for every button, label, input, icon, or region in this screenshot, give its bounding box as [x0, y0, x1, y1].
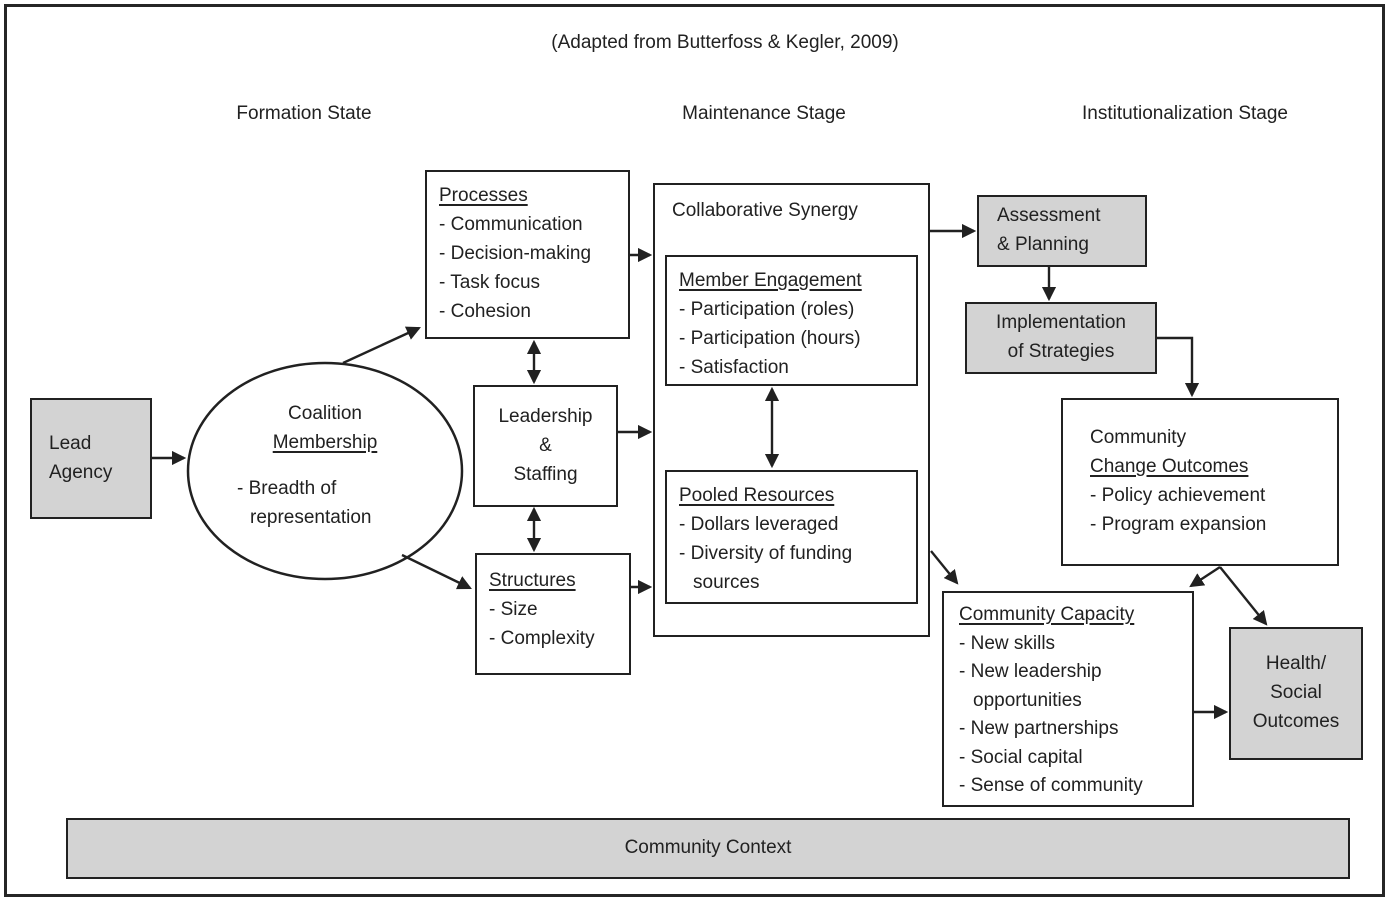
arrow-synergy-to-capacity: [930, 550, 959, 585]
community-capacity-bullet: - New leadership: [959, 661, 1102, 682]
implementation-line: Implementation: [996, 312, 1126, 333]
stage-header-formation: Formation State: [236, 103, 372, 124]
community-capacity-bullet-continuation: opportunities: [973, 689, 1082, 711]
node-structures: Structures - Size - Complexity: [475, 553, 631, 675]
node-community-change-outcomes: Community Change Outcomes - Policy achie…: [1061, 398, 1339, 566]
member-engagement-bullet: - Participation (roles): [679, 299, 855, 320]
pooled-resources-bullet-continuation: sources: [693, 572, 760, 593]
membership-title-line: Membership: [272, 432, 378, 453]
arrow-membership-to-processes: [342, 326, 421, 365]
node-coalition-membership-label: Coalition Membership - Breadth of repres…: [212, 399, 438, 532]
arrow-change-outcomes-to-capacity: [1189, 565, 1221, 588]
health-outcomes-line: Outcomes: [1252, 711, 1340, 732]
membership-title-line: Coalition: [288, 403, 362, 424]
arrow-implementation-to-change-outcomes: [1156, 336, 1200, 398]
pooled-resources-bullet: - Diversity of funding: [679, 543, 853, 564]
community-capacity-title: Community Capacity: [959, 604, 1135, 625]
stage-header-maintenance: Maintenance Stage: [682, 103, 846, 124]
health-outcomes-line: Health/: [1265, 653, 1327, 674]
arrow-membership-to-structures: [401, 553, 472, 590]
processes-bullet: - Communication: [439, 214, 583, 235]
pooled-resources-title: Pooled Resources: [679, 485, 835, 506]
node-health-social-outcomes: Health/ Social Outcomes: [1229, 627, 1363, 760]
member-engagement-bullet: - Participation (hours): [679, 328, 861, 349]
assessment-line: Assessment: [997, 205, 1101, 226]
node-collaborative-synergy: Collaborative Synergy: [653, 183, 930, 637]
change-outcomes-bullet: - Program expansion: [1090, 514, 1267, 535]
node-community-capacity: Community Capacity - New skills - New le…: [942, 591, 1194, 807]
structures-bullet: - Size: [489, 599, 538, 620]
implementation-line: of Strategies: [1007, 341, 1115, 362]
leadership-line: Staffing: [513, 464, 578, 485]
community-capacity-bullet: - New partnerships: [959, 718, 1119, 739]
node-pooled-resources: Pooled Resources - Dollars leveraged - D…: [665, 470, 918, 604]
lead-agency-line: Agency: [49, 462, 113, 483]
assessment-line: & Planning: [997, 234, 1089, 255]
coalition-membership-ellipse: [186, 361, 464, 581]
node-processes: Processes - Communication - Decision-mak…: [425, 170, 630, 339]
community-capacity-bullet: - Sense of community: [959, 775, 1143, 796]
membership-bullet-continuation: representation: [250, 507, 372, 528]
collaborative-synergy-title: Collaborative Synergy: [672, 200, 858, 221]
leadership-line: &: [539, 435, 552, 456]
stage-header-institutionalization: Institutionalization Stage: [1082, 103, 1288, 124]
processes-title: Processes: [439, 185, 528, 206]
processes-bullet: - Decision-making: [439, 243, 592, 264]
change-outcomes-title-line: Change Outcomes: [1090, 456, 1249, 477]
structures-title: Structures: [489, 570, 576, 591]
node-community-context: Community Context: [66, 818, 1350, 879]
membership-bullet: - Breadth of: [237, 478, 337, 499]
pooled-resources-bullet: - Dollars leveraged: [679, 514, 839, 535]
arrow-change-outcomes-to-health: [1219, 566, 1268, 626]
community-capacity-bullet: - Social capital: [959, 746, 1083, 768]
processes-bullet: - Cohesion: [439, 301, 531, 322]
node-implementation-of-strategies: Implementation of Strategies: [965, 302, 1157, 374]
caption: (Adapted from Butterfoss & Kegler, 2009): [551, 32, 899, 53]
health-outcomes-line: Social: [1270, 682, 1322, 703]
processes-bullet: - Task focus: [439, 272, 541, 293]
node-lead-agency: Lead Agency: [30, 398, 152, 519]
node-member-engagement: Member Engagement - Participation (roles…: [665, 255, 918, 386]
outer-frame: [4, 4, 1385, 897]
node-assessment-planning: Assessment & Planning: [977, 195, 1147, 267]
lead-agency-line: Lead: [49, 433, 92, 454]
change-outcomes-bullet: - Policy achievement: [1090, 485, 1266, 506]
community-context-title: Community Context: [624, 837, 792, 858]
structures-bullet: - Complexity: [489, 628, 595, 649]
node-leadership-staffing: Leadership & Staffing: [473, 385, 618, 507]
change-outcomes-title-line: Community: [1090, 427, 1187, 448]
leadership-line: Leadership: [498, 406, 593, 427]
member-engagement-title: Member Engagement: [679, 270, 862, 291]
member-engagement-bullet: - Satisfaction: [679, 357, 789, 378]
community-capacity-bullet: - New skills: [959, 632, 1056, 654]
